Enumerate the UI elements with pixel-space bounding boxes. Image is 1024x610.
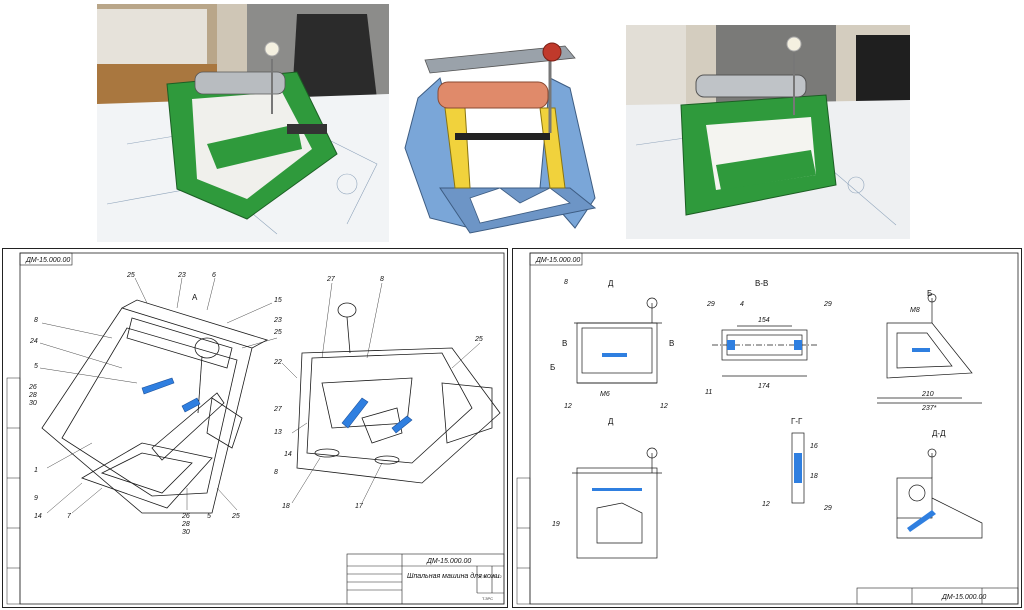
callout: 14 [34,513,42,520]
dimension: 174 [758,383,770,390]
section-label: Б [927,289,932,298]
callout: А [192,293,198,302]
callout: 29 [706,301,715,308]
section-dd [896,448,983,539]
callout: 9 [34,495,38,502]
callout: 1 [34,467,38,474]
section-label: Г-Г [791,417,803,426]
title-code: ДМ-15.000.00 [426,558,471,565]
title-block [856,587,1019,605]
callout: 14 [284,451,292,458]
callout: 18 [282,503,290,510]
corner-code: ДМ-15.000.00 [25,257,70,264]
callout: 8 [380,276,384,283]
callout: 7 [67,513,72,520]
callout: 25 [231,513,240,520]
front-view [574,297,662,384]
callout: 13 [274,429,282,436]
callout: 17 [355,503,364,510]
section-label: Д [608,417,614,426]
callout: 26 [181,513,190,520]
corner-code: ДМ-15.000.00 [535,257,580,264]
dimension: 18 [810,473,818,480]
scale: 1:12 [494,574,503,579]
callout: 30 [29,400,37,407]
dimension: М6 [600,391,610,398]
dimension: M8 [910,307,920,314]
photo-real-machine-right [626,25,910,239]
callout: 5 [207,513,211,520]
photo-real-machine-left [97,4,389,242]
callout: 8 [274,469,278,476]
drawing-sheet-orthographic: ДМ-15.000.00 [512,248,1022,608]
mass: 8,38 [479,574,488,579]
callout: 26 [28,384,37,391]
section-gg [791,432,805,504]
dimension: 210 [921,391,934,398]
section-label: В [562,339,567,348]
callout: 19 [552,521,560,528]
section-label: Д-Д [932,429,946,438]
photo-cad-render-center [400,38,605,234]
callout: 25 [126,272,135,279]
section-label: Б [550,363,555,372]
dimension: 16 [810,443,818,450]
callout: 12 [660,403,668,410]
callout: 8 [564,279,568,286]
callout: 15 [274,297,282,304]
dimension: 154 [758,317,770,324]
callout: 25 [474,336,483,343]
callout: 29 [823,301,832,308]
callout: 12 [564,403,572,410]
callout: 30 [182,529,190,536]
callout: 8 [34,317,38,324]
callout: 22 [273,359,282,366]
callout: 27 [273,406,283,413]
assembly-view-left [41,299,269,514]
callout: 12 [762,501,770,508]
callout: 25 [273,329,282,336]
callout: 27 [326,276,336,283]
title-name: Шпальная машина для кожи [407,572,500,580]
callout: 4 [740,301,744,308]
section-label: В-В [755,279,768,288]
title-block [346,553,505,605]
callout: 23 [177,272,186,279]
org: Т.ЗРС [482,596,493,601]
callout: 28 [181,521,190,528]
title-code: ДМ-15.000.00 [941,594,986,601]
callout: 29 [823,505,832,512]
view-d [572,447,662,559]
callout: 23 [273,317,282,324]
section-label: Д [608,279,614,288]
drawing-sheet-assembly: ДМ-15.000.00 [2,248,508,608]
side-view-b [877,293,982,404]
callout: 6 [212,272,216,279]
section-label: В [669,339,674,348]
callout: 24 [29,338,38,345]
callout: 5 [34,363,38,370]
dimension: 237* [921,405,937,412]
callout: 28 [28,392,37,399]
callout: 11 [705,389,712,396]
